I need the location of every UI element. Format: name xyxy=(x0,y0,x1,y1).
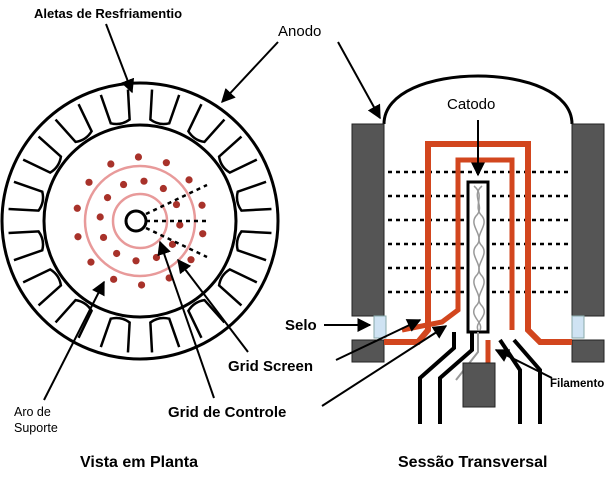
grid-wire-dot xyxy=(107,160,115,168)
cooling-fin xyxy=(149,316,181,353)
cooling-fins xyxy=(8,89,272,353)
grid-wire-dot xyxy=(187,256,195,264)
cathode-center xyxy=(124,209,148,233)
label-aletas: Aletas de Resfriamentio xyxy=(34,6,182,21)
dashed-pointer-1 xyxy=(145,183,208,216)
cooling-fin xyxy=(99,316,131,353)
grid-wire-dot xyxy=(96,213,104,221)
cooling-fin xyxy=(235,180,272,212)
anode-inner-ring xyxy=(42,123,238,319)
arrow-grid-controle-section xyxy=(321,325,448,407)
label-aro-1: Aro de xyxy=(14,405,51,419)
grid-wire-dot xyxy=(134,153,143,161)
filament-coil xyxy=(473,185,485,331)
seal-right xyxy=(571,315,585,339)
label-catodo: Catodo xyxy=(447,96,495,113)
cooling-fin xyxy=(99,89,131,126)
control-grid xyxy=(401,157,515,333)
cooling-fin xyxy=(8,180,45,212)
grid-wire-dot xyxy=(73,204,81,212)
grid-wire-dot xyxy=(137,281,146,289)
cooling-fin xyxy=(54,298,94,339)
arrow-grid-screen-section xyxy=(335,319,422,361)
grid-wire-dot xyxy=(99,233,108,242)
arrow-grid-screen-plan xyxy=(177,258,249,353)
base-right xyxy=(571,339,605,363)
arrow-anodo-plan xyxy=(221,41,279,104)
lead-1 xyxy=(418,332,456,424)
arrow-aletas xyxy=(105,23,135,94)
cooling-fin xyxy=(186,298,226,339)
grid-wire-dot xyxy=(185,176,193,184)
label-grid-controle: Grid de Controle xyxy=(168,404,286,421)
cooling-fin xyxy=(149,89,181,126)
label-anodo: Anodo xyxy=(278,23,321,40)
grid-wire-dot xyxy=(199,230,207,238)
grid-wire-dot xyxy=(172,200,181,209)
cooling-fin xyxy=(22,135,63,175)
cross-section xyxy=(351,74,605,424)
label-grid-screen: Grid Screen xyxy=(228,358,313,375)
cooling-fin xyxy=(54,103,94,144)
filament-coil-2 xyxy=(473,185,483,331)
label-filamento: Filamento xyxy=(550,378,604,390)
grid-wire-dot xyxy=(74,233,82,241)
grid-wire-dot xyxy=(119,180,128,189)
seal-left xyxy=(373,315,387,339)
anode-outer-ring xyxy=(0,81,280,361)
socket-block xyxy=(462,362,496,408)
grid-wire-dot xyxy=(159,184,167,193)
cooling-fin xyxy=(8,230,45,262)
cooling-fin xyxy=(186,103,226,144)
grid-wire-dot xyxy=(103,194,112,202)
grid-wire-dot xyxy=(132,257,140,265)
grid-wire-dot xyxy=(113,249,121,258)
arrow-grid-controle-plan xyxy=(157,240,215,399)
lead-2 xyxy=(438,332,474,424)
cooling-fin xyxy=(22,267,63,307)
label-selo: Selo xyxy=(285,317,317,334)
grid-wire-dot xyxy=(85,178,93,186)
cooling-fin xyxy=(217,135,258,175)
label-aro-2: Suporte xyxy=(14,421,58,435)
arrow-filamento xyxy=(494,349,553,379)
control-grid-ring xyxy=(111,192,169,250)
grid-wire-dot xyxy=(176,221,184,229)
grid-wire-dot xyxy=(198,201,206,209)
grid-wire-dot xyxy=(140,177,148,185)
anode-block-right xyxy=(571,123,605,317)
cooling-fin xyxy=(217,267,258,307)
anode-dome xyxy=(382,74,574,125)
grid-wire-dot xyxy=(152,253,161,262)
plan-view xyxy=(0,81,280,361)
dashed-pointer-3 xyxy=(145,226,208,259)
label-vista: Vista em Planta xyxy=(80,454,198,471)
label-sessao: Sessão Transversal xyxy=(398,454,547,471)
arrow-anodo-section xyxy=(337,41,381,120)
grid-wire-dot xyxy=(162,159,170,167)
lead-5 xyxy=(512,338,542,424)
cooling-fin xyxy=(235,230,272,262)
labels: Aletas de Resfriamentio Anodo Catodo Sel… xyxy=(14,6,604,471)
grid-wire-dot xyxy=(110,275,118,283)
anode-block-left xyxy=(351,123,385,317)
grid-wire-dot xyxy=(87,258,95,266)
arrow-aro xyxy=(43,280,105,401)
base-left xyxy=(351,339,385,363)
